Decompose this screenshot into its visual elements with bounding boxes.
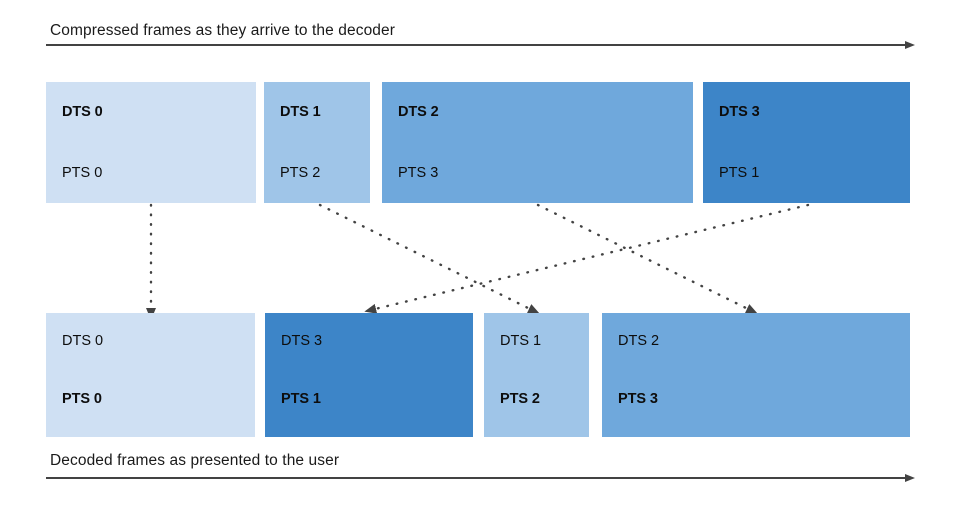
pts-label: PTS 0 [62,391,102,407]
connector-dts2-pts3 [536,203,758,314]
pts-label: PTS 2 [280,165,321,181]
dts-label: DTS 3 [281,333,323,349]
dts-label: DTS 2 [618,333,660,349]
pts-label: PTS 1 [719,165,760,181]
dts-label: DTS 2 [398,104,439,120]
frame-box[interactable]: DTS 0 PTS 0 [46,313,255,437]
pts-label: PTS 3 [618,391,658,407]
frame-box[interactable]: DTS 0 PTS 0 [46,82,256,203]
dts-label: DTS 0 [62,333,104,349]
connector-dts1-pts2 [318,203,540,314]
frame-box[interactable]: DTS 3 PTS 1 [265,313,473,437]
pts-label: PTS 1 [281,391,321,407]
frame-box[interactable]: DTS 1 PTS 2 [484,313,589,437]
frame-box[interactable]: DTS 3 PTS 1 [703,82,910,203]
pts-label: PTS 0 [62,165,103,181]
pts-label: PTS 3 [398,165,439,181]
top-caption: Compressed frames as they arrive to the … [50,22,395,39]
frame-box[interactable]: DTS 2 PTS 3 [382,82,693,203]
frame-box[interactable]: DTS 1 PTS 2 [264,82,370,203]
pts-label: PTS 2 [500,391,540,407]
dts-label: DTS 3 [719,104,760,120]
bottom-caption: Decoded frames as presented to the user [50,452,340,469]
dts-label: DTS 1 [500,333,542,349]
connector-dts3-pts1 [364,203,810,314]
dts-label: DTS 0 [62,104,103,120]
frame-box[interactable]: DTS 2 PTS 3 [602,313,910,437]
dts-label: DTS 1 [280,104,321,120]
